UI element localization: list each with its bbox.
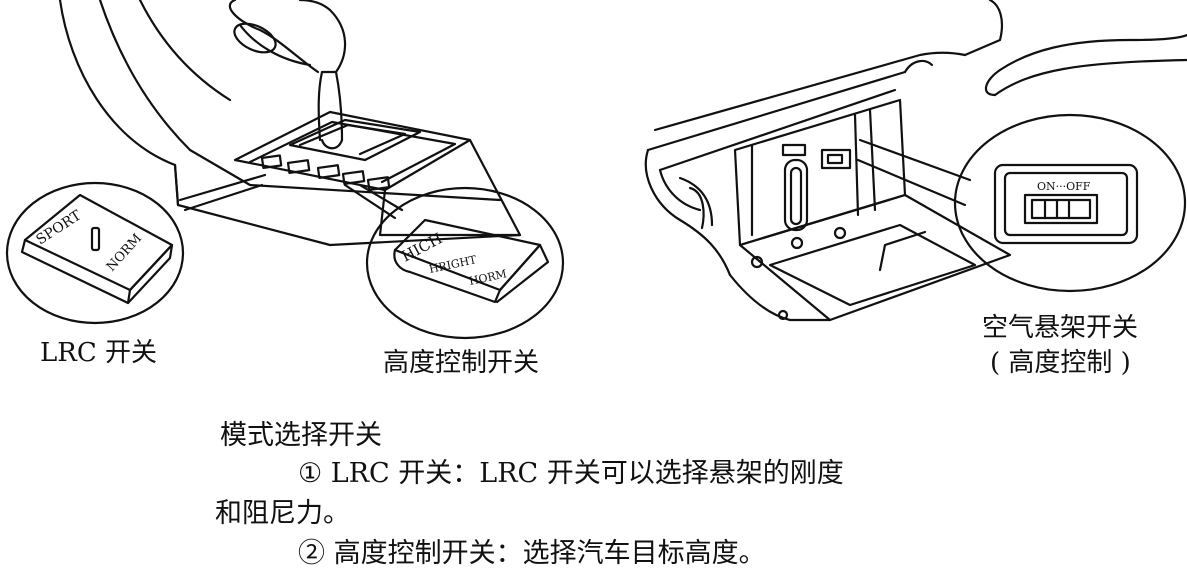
item-1-line-1: ① LRC 开关：LRC 开关可以选择悬架的刚度 (298, 458, 844, 489)
trunk-compartment-drawing (644, 0, 1187, 322)
lrc-switch-label: LRC 开关 (40, 338, 158, 368)
item-2: ② 高度控制开关：选择汽车目标高度。 (298, 538, 766, 569)
lrc-norm-text: NORM (104, 231, 145, 275)
lrc-callout-line (178, 173, 267, 202)
air-switch-callout-line (858, 138, 972, 182)
height-control-switch-label: 高度控制开关 (383, 348, 540, 378)
center-console-drawing (58, 0, 522, 247)
height-callout-line-2 (358, 183, 404, 212)
air-on-off-text: ON···OFF (1037, 180, 1091, 193)
air-suspension-switch-sublabel: ( 高度控制 ) (990, 348, 1131, 378)
height-callout-line (343, 183, 397, 220)
height-control-switch-magnified: HICH HRIGHT HORM (365, 186, 565, 340)
air-suspension-switch-magnified: ON···OFF (953, 113, 1187, 293)
air-switch-callout-line-2 (856, 158, 967, 207)
lrc-switch-magnified: SPORT NORM (5, 181, 185, 325)
section-heading: 模式选择开关 (220, 420, 382, 451)
air-suspension-switch-label: 空气悬架开关 (982, 313, 1139, 343)
suspension-switches-diagram: SPORT NORM HICH HRIGHT HORM (5, 0, 1187, 340)
lrc-callout-line-2 (183, 183, 264, 212)
item-1-line-2: 和阻尼力。 (215, 498, 350, 529)
